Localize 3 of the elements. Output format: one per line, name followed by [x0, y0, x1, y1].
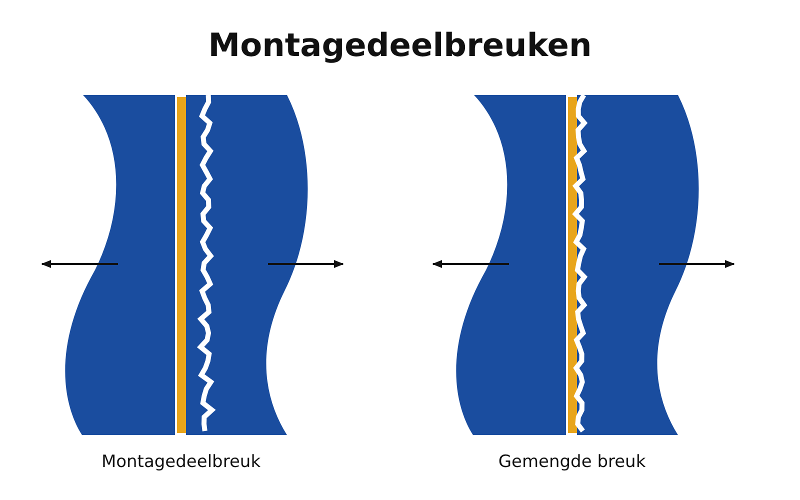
caption: Montagedeelbreuk [101, 452, 261, 472]
caption: Gemengde breuk [498, 452, 646, 472]
title: Montagedeelbreuken [208, 26, 592, 64]
